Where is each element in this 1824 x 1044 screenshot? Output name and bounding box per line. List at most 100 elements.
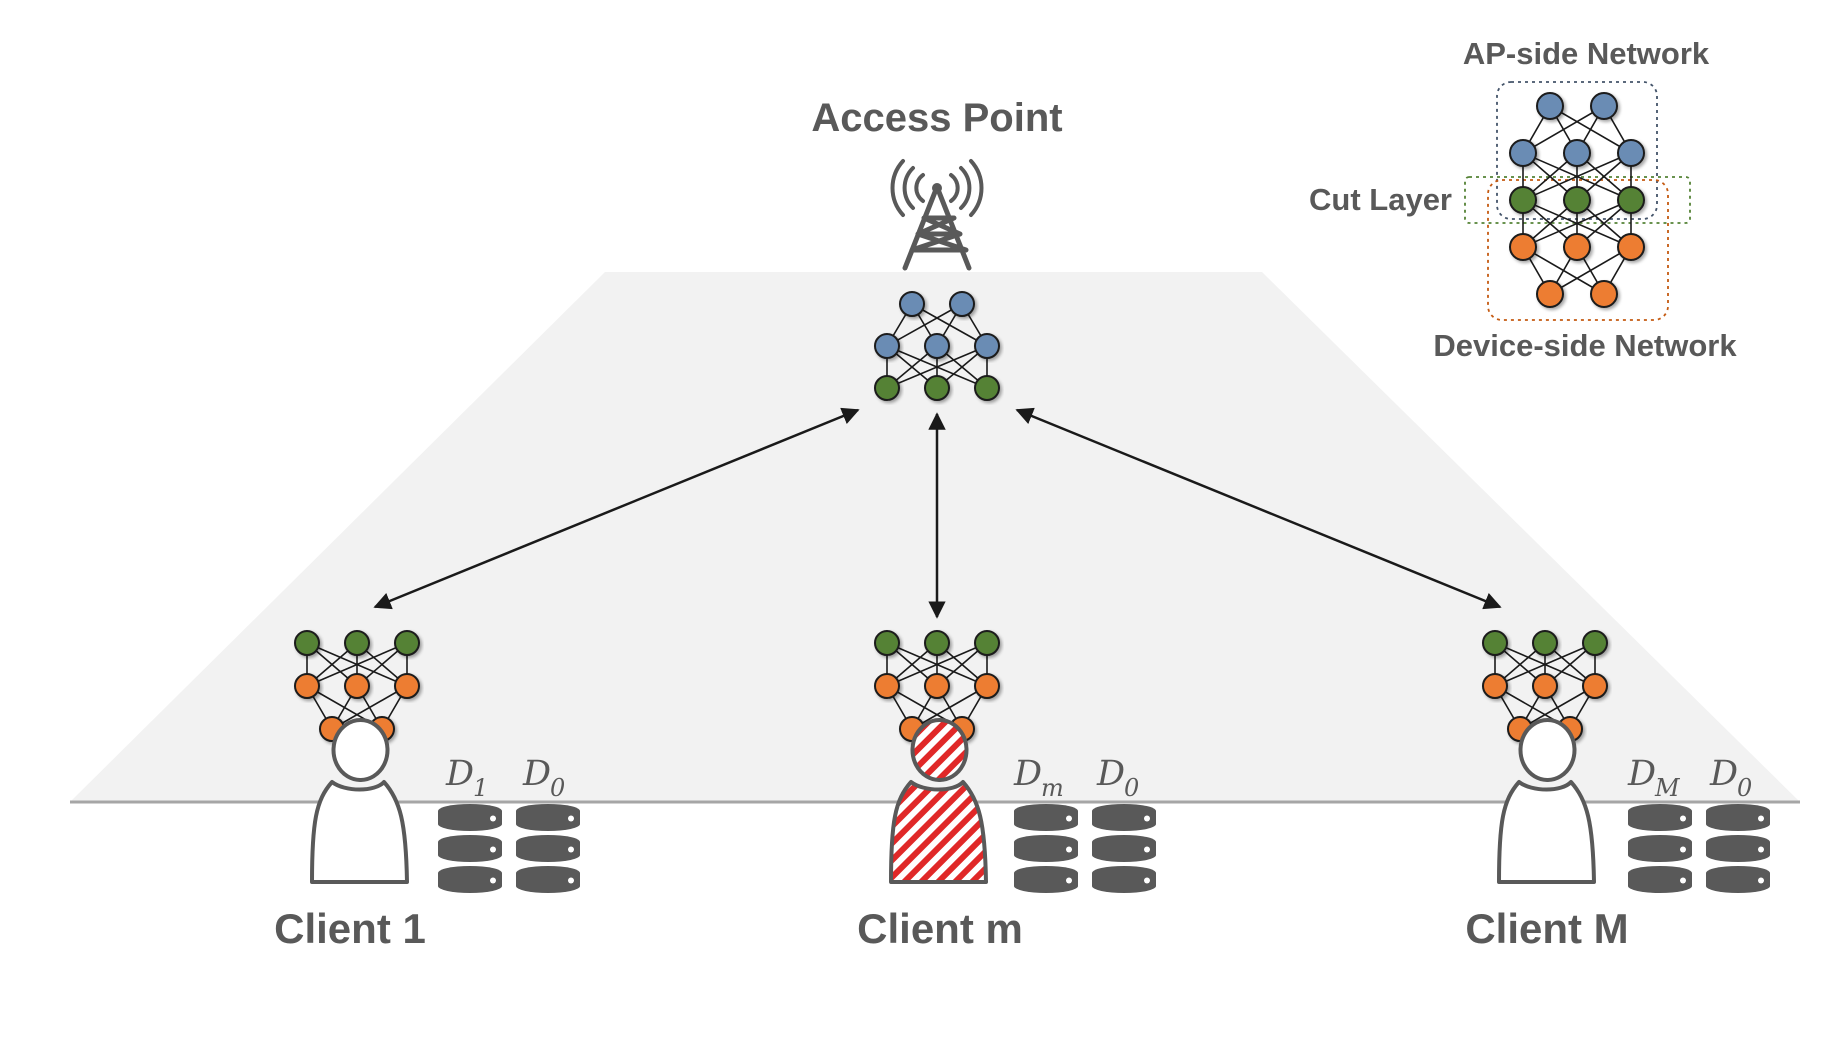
database-disk-light — [1680, 815, 1686, 822]
database-icon — [1092, 804, 1156, 893]
database-disk-light — [568, 815, 574, 822]
network-node — [924, 375, 950, 401]
database-disk — [1706, 835, 1770, 862]
database-disk — [516, 866, 580, 893]
network-node — [1582, 673, 1608, 699]
network-node — [1509, 139, 1537, 167]
database-disk — [1014, 835, 1078, 862]
network-node — [1563, 186, 1591, 214]
database-disk — [1014, 804, 1078, 831]
svg-text:D: D — [445, 754, 474, 794]
network-node — [394, 630, 420, 656]
database-disk-light — [1758, 815, 1764, 822]
network-node — [924, 630, 950, 656]
network-node — [1536, 92, 1564, 120]
database-icon — [1014, 804, 1078, 893]
network-edge — [1522, 199, 1632, 248]
network-node — [874, 630, 900, 656]
dataset-main-label: D M — [1627, 754, 1681, 802]
client-M-device-network — [1482, 630, 1608, 742]
database-disk — [1628, 804, 1692, 831]
database-disk-light — [1144, 815, 1150, 822]
svg-text:M: M — [1654, 774, 1681, 802]
network-edge — [1494, 642, 1596, 687]
network-node — [294, 673, 320, 699]
client-M: Client M D M D 0 — [1465, 718, 1770, 952]
link-arrow-client-1 — [373, 407, 860, 610]
network-node — [1617, 233, 1645, 261]
network-edge — [331, 685, 408, 730]
svg-text:D: D — [522, 754, 551, 794]
database-disk — [516, 835, 580, 862]
svg-text:0: 0 — [1737, 774, 1752, 802]
network-node — [1536, 280, 1564, 308]
network-edge — [1549, 246, 1632, 295]
network-node — [974, 673, 1000, 699]
database-disk — [1706, 866, 1770, 893]
antenna-tower-icon — [890, 159, 984, 271]
user-icon — [1497, 718, 1596, 884]
user-icon-malicious — [889, 718, 988, 884]
network-node — [974, 333, 1000, 359]
network-node — [1482, 630, 1508, 656]
network-node — [1532, 673, 1558, 699]
database-disk-light — [1144, 877, 1150, 884]
dataset-shared-label: D 0 — [1709, 754, 1752, 802]
database-icon — [1628, 804, 1692, 893]
client-1-device-network — [294, 630, 420, 742]
network-node — [924, 333, 950, 359]
cut-layer-label: Cut Layer — [1309, 182, 1452, 217]
network-node — [1617, 186, 1645, 214]
network-node — [294, 630, 320, 656]
network-node — [974, 375, 1000, 401]
database-disk — [438, 866, 502, 893]
network-node — [1482, 673, 1508, 699]
user-icon — [310, 718, 409, 884]
network-edge — [911, 685, 988, 730]
network-node — [874, 673, 900, 699]
network-edge — [1522, 152, 1632, 201]
client-m: Client m D m D 0 — [857, 718, 1156, 952]
dataset-shared-label: D 0 — [522, 754, 565, 802]
database-disk-light — [1066, 877, 1072, 884]
svg-text:1: 1 — [473, 774, 488, 802]
client-label: Client M — [1465, 905, 1628, 952]
database-disk — [1092, 804, 1156, 831]
dataset-main-label: D m — [1013, 754, 1064, 802]
network-edge — [886, 303, 963, 347]
network-edge — [886, 642, 988, 687]
network-node — [1590, 92, 1618, 120]
dataset-main-label: D 1 — [445, 754, 488, 802]
legend: AP-side Network Cut Layer Device-side Ne… — [1309, 36, 1737, 363]
svg-text:0: 0 — [550, 774, 565, 802]
database-disk-light — [490, 846, 496, 853]
dataset-shared-label: D 0 — [1096, 754, 1139, 802]
svg-text:D: D — [1096, 754, 1125, 794]
database-disk-light — [1758, 877, 1764, 884]
network-node — [1509, 233, 1537, 261]
access-point-label: Access Point — [811, 96, 1062, 140]
svg-text:D: D — [1627, 754, 1656, 794]
database-disk-light — [1144, 846, 1150, 853]
network-edge — [306, 642, 408, 687]
svg-text:D: D — [1013, 754, 1042, 794]
database-disk — [1706, 804, 1770, 831]
database-disk — [1628, 866, 1692, 893]
network-node — [874, 333, 900, 359]
link-arrow-client-M — [1015, 407, 1502, 610]
svg-text:m: m — [1041, 774, 1064, 802]
database-disk-light — [1680, 846, 1686, 853]
database-disk — [1092, 835, 1156, 862]
database-disk-light — [568, 846, 574, 853]
network-node — [949, 291, 975, 317]
ap-side-network-label: AP-side Network — [1463, 36, 1710, 71]
database-disk — [438, 835, 502, 862]
network-node — [344, 673, 370, 699]
svg-text:D: D — [1709, 754, 1738, 794]
database-disk — [1014, 866, 1078, 893]
network-node — [394, 673, 420, 699]
network-node — [1590, 280, 1618, 308]
network-node — [1509, 186, 1537, 214]
legend-full-network — [1509, 92, 1645, 308]
